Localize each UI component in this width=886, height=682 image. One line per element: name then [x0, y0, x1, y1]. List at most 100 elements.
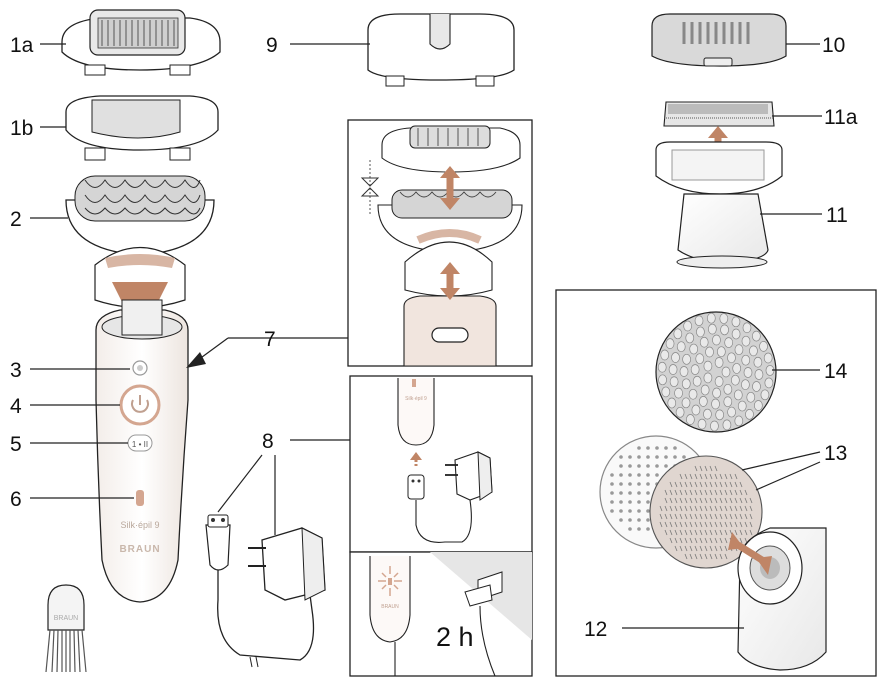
- bristle: [729, 489, 733, 496]
- bristle: [719, 521, 723, 528]
- part-2-epilation-head: [65, 175, 215, 309]
- label-12: 12: [584, 618, 607, 641]
- bristle: [689, 537, 693, 544]
- brush-dot: [628, 527, 632, 531]
- massage-nub: [716, 346, 726, 358]
- massage-nub: [661, 386, 671, 398]
- arrow-11-head-up: [708, 126, 728, 138]
- bristle: [724, 529, 728, 536]
- brush-dot: [619, 464, 623, 468]
- bristle: [679, 505, 683, 512]
- massage-nub: [674, 387, 683, 399]
- massage-nub: [724, 337, 734, 348]
- bristle: [674, 505, 678, 512]
- bristle: [689, 481, 693, 488]
- bristle: [719, 529, 723, 536]
- label-4: 4: [10, 395, 22, 418]
- bristle: [674, 521, 678, 528]
- brush-dot: [619, 491, 623, 495]
- massage-nub: [727, 406, 736, 418]
- bristle: [704, 513, 708, 520]
- bristle: [684, 553, 688, 560]
- bristle: [704, 497, 708, 504]
- bristle: [694, 481, 698, 488]
- massage-nub: [669, 376, 679, 388]
- massage-nub: [721, 366, 731, 378]
- bristle: [684, 481, 688, 488]
- bristle: [729, 505, 733, 512]
- part-1b-cap: [65, 95, 219, 161]
- bristle: [744, 521, 748, 528]
- brush-dot: [646, 527, 650, 531]
- arrow-7: [186, 352, 206, 368]
- brush-dot: [655, 446, 659, 450]
- massage-nub: [711, 398, 720, 410]
- bristle: [664, 505, 668, 512]
- massage-nub: [667, 397, 677, 409]
- bristle: [714, 513, 718, 520]
- part-1a-cap: [61, 9, 221, 76]
- brush-dot: [610, 482, 614, 486]
- massage-nub: [754, 369, 764, 380]
- bristle: [694, 505, 698, 512]
- bristle: [724, 497, 728, 504]
- bristle: [749, 521, 753, 528]
- part-14-massage-cap: [655, 311, 777, 433]
- brush-dot: [646, 482, 650, 486]
- brush-dot: [637, 482, 641, 486]
- brush-dot: [637, 446, 641, 450]
- bristle: [724, 489, 728, 496]
- bristle: [714, 505, 718, 512]
- bristle: [709, 537, 713, 544]
- bristle: [674, 545, 678, 552]
- bristle: [684, 497, 688, 504]
- bristle: [679, 513, 683, 520]
- label-5: 5: [10, 433, 22, 456]
- bristle: [674, 497, 678, 504]
- bristle: [709, 529, 713, 536]
- bristle: [674, 481, 678, 488]
- bristle: [684, 537, 688, 544]
- bristle: [704, 489, 708, 496]
- massage-nub: [679, 366, 689, 377]
- bristle: [679, 545, 683, 552]
- bristle: [714, 489, 718, 496]
- bristle: [704, 521, 708, 528]
- massage-nub: [722, 419, 732, 431]
- bristle: [689, 497, 693, 504]
- bristle: [669, 497, 673, 504]
- massage-nub: [697, 418, 707, 430]
- massage-nub: [671, 352, 680, 363]
- label-11: 11: [826, 204, 848, 227]
- bristle: [669, 489, 673, 496]
- bristle: [684, 505, 688, 512]
- bristle: [699, 545, 703, 552]
- brush-dot: [637, 500, 641, 504]
- bristle: [704, 537, 708, 544]
- speed-switch-text: 1 • II: [132, 440, 148, 449]
- bristle: [714, 537, 718, 544]
- bristle: [719, 513, 723, 520]
- bristle: [724, 545, 728, 552]
- massage-nub: [706, 312, 716, 324]
- bristle: [744, 497, 748, 504]
- massage-nub: [660, 349, 670, 361]
- label-8: 8: [262, 430, 274, 453]
- bristle: [664, 489, 668, 496]
- massage-nub: [686, 414, 695, 425]
- bristle: [659, 521, 663, 528]
- bristle: [689, 489, 693, 496]
- brush-dot: [646, 446, 650, 450]
- bristle: [714, 473, 718, 480]
- device-body: 1 • II Silk·épil 9 BRAUN: [95, 299, 189, 603]
- charge-time-illustration: BRAUN: [369, 556, 503, 677]
- bristle: [739, 497, 743, 504]
- massage-nub: [712, 387, 721, 399]
- massage-nub: [668, 364, 678, 375]
- bristle: [704, 473, 708, 480]
- bristle: [689, 473, 693, 480]
- bristle: [669, 513, 673, 520]
- bristle: [719, 497, 723, 504]
- brush-dot: [628, 518, 632, 522]
- bristle: [694, 553, 698, 560]
